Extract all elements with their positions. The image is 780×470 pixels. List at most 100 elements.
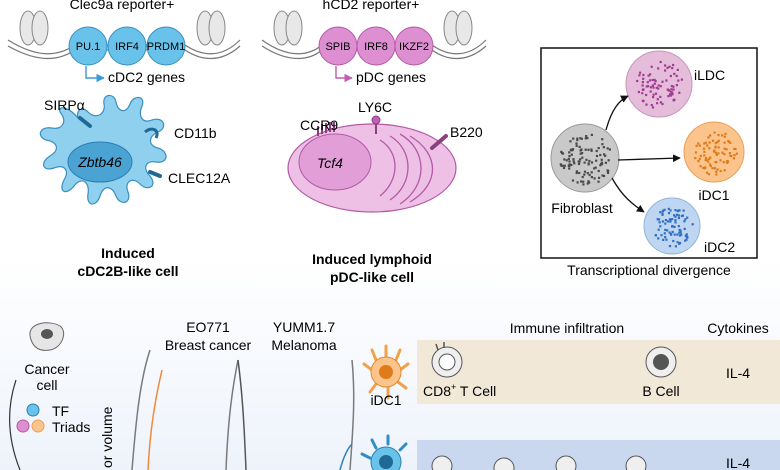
speckle-dot — [678, 234, 682, 237]
speckle-dot — [639, 71, 642, 74]
speckle-dot — [698, 144, 701, 147]
speckle-dot — [579, 158, 582, 161]
cdc2-genes-label: cDC2 genes — [108, 69, 185, 85]
speckle-dot — [668, 245, 672, 248]
speckle-dot — [659, 85, 662, 88]
speckle-dot — [678, 228, 681, 232]
speckle-dot — [568, 151, 571, 154]
idc2-label: iDC2 — [704, 239, 735, 255]
speckle-dot — [666, 66, 669, 69]
speckle-dot — [645, 85, 648, 88]
speckle-dot — [671, 93, 674, 96]
speckle-dot — [563, 164, 566, 167]
speckle-dot — [575, 171, 578, 175]
cdc2-nucleus-label: Zbtb46 — [77, 154, 122, 170]
idc1-dots — [694, 131, 738, 176]
speckle-dot — [604, 161, 607, 164]
cdc2-tf-pu1 — [68, 26, 108, 66]
speckle-dot — [717, 146, 720, 149]
speckle-dot — [723, 147, 726, 150]
speckle-dot — [713, 149, 716, 152]
speckle-dot — [653, 82, 656, 85]
speckle-dot — [677, 225, 680, 228]
speckle-dot — [670, 85, 673, 88]
speckle-dot — [725, 148, 728, 151]
speckle-dot — [661, 102, 664, 106]
cd8-t-cell-icon — [431, 342, 463, 378]
speckle-dot — [671, 91, 674, 94]
speckle-dot — [656, 218, 659, 221]
speckle-dot — [572, 160, 575, 163]
speckle-dot — [595, 149, 598, 153]
speckle-dot — [568, 167, 571, 170]
row2-cell-icon — [360, 434, 408, 470]
speckle-dot — [651, 106, 655, 109]
pdc-tf-ikzf2 — [394, 26, 434, 66]
speckle-dot — [580, 137, 583, 140]
speckle-dot — [676, 210, 679, 213]
speckle-dot — [572, 158, 575, 161]
speckle-dot — [684, 218, 687, 221]
speckle-dot — [645, 93, 648, 97]
speckle-dot — [665, 238, 668, 241]
speckle-dot — [649, 73, 652, 76]
speckle-dot — [642, 77, 645, 80]
speckle-dot — [569, 148, 572, 151]
ildc-dots — [636, 60, 683, 109]
speckle-dot — [656, 102, 659, 105]
speckle-dot — [735, 152, 738, 155]
y-axis-label: or volume — [99, 406, 115, 468]
speckle-dot — [579, 137, 582, 140]
speckle-dot — [682, 209, 685, 212]
speckle-dot — [714, 142, 717, 145]
pdc-caption: Induced lymphoid — [312, 251, 432, 267]
speckle-dot — [674, 221, 677, 224]
speckle-dot — [576, 137, 579, 140]
speckle-dot — [647, 85, 650, 88]
speckle-dot — [678, 91, 681, 94]
speckle-dot — [652, 93, 655, 96]
speckle-dot — [573, 162, 576, 165]
divergence-caption: Transcriptional divergence — [567, 262, 731, 278]
speckle-dot — [669, 74, 672, 78]
speckle-dot — [577, 162, 581, 166]
speckle-dot — [664, 64, 667, 67]
speckle-dot — [733, 154, 736, 157]
speckle-dot — [581, 156, 584, 159]
speckle-dot — [707, 160, 710, 163]
speckle-dot — [711, 167, 714, 170]
ccr9-receptor-icon — [317, 122, 335, 136]
speckle-dot — [565, 159, 568, 162]
speckle-dot — [664, 69, 667, 72]
speckle-dot — [656, 98, 659, 101]
speckle-dot — [560, 150, 563, 153]
speckle-dot — [590, 176, 593, 179]
speckle-dot — [675, 74, 678, 78]
cdc2-panel: Clec9a reporter+ PU.1 IRF4 PRDM1 cDC2 ge… — [7, 0, 241, 279]
speckle-dot — [673, 225, 676, 228]
pdc-chromatin-right — [443, 10, 473, 46]
speckle-dot — [570, 163, 573, 167]
b-cell-icon — [645, 346, 677, 378]
speckle-dot — [587, 180, 590, 183]
speckle-dot — [727, 140, 730, 143]
speckle-dot — [599, 153, 602, 157]
speckle-dot — [680, 78, 683, 81]
speckle-dot — [669, 233, 673, 236]
speckle-dot — [672, 63, 675, 67]
idc2-dots — [654, 207, 694, 248]
speckle-dot — [714, 151, 718, 154]
speckle-dot — [650, 104, 653, 107]
speckle-dot — [651, 78, 654, 82]
speckle-dot — [676, 233, 679, 236]
speckle-dot — [561, 164, 564, 167]
speckle-dot — [717, 152, 720, 155]
speckle-dot — [578, 160, 581, 163]
speckle-dot — [669, 220, 672, 223]
speckle-dot — [678, 241, 682, 245]
speckle-dot — [595, 159, 598, 162]
cdc2-chromatin-left — [19, 10, 49, 46]
speckle-dot — [708, 141, 711, 144]
speckle-dot — [606, 147, 609, 150]
speckle-dot — [703, 150, 706, 153]
